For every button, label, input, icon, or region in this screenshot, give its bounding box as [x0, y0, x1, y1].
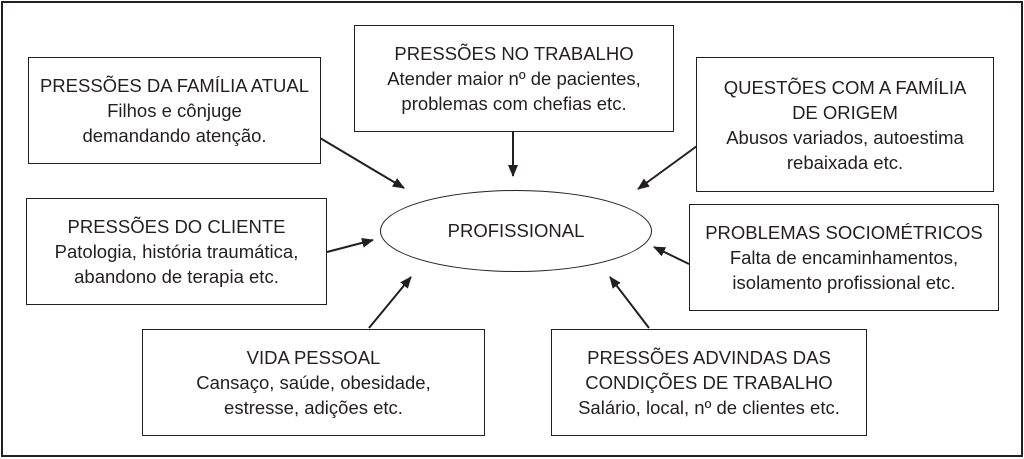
arrow-vida-pessoal: [368, 276, 412, 329]
arrow-cliente: [326, 237, 374, 253]
box-text-line: Salário, local, nº de clientes etc.: [578, 397, 840, 418]
box-vida-pessoal: VIDA PESSOAL Cansaço, saúde, obesidade, …: [142, 329, 485, 436]
box-title: PRESSÕES DO CLIENTE: [67, 216, 286, 237]
box-text-line: Atender maior nº de pacientes,: [387, 68, 641, 89]
box-text-line: Abusos variados, autoestima: [726, 126, 964, 148]
box-condicoes-trabalho: PRESSÕES ADVINDAS DAS CONDIÇÕES DE TRABA…: [551, 329, 867, 436]
box-text-line: isolamento profissional etc.: [732, 272, 956, 293]
box-text-line: abandono de terapia etc.: [74, 266, 279, 287]
box-pressoes-familia-atual: PRESSÕES DA FAMÍLIA ATUAL Filhos e cônju…: [28, 57, 321, 164]
box-questoes-familia-origem: QUESTÕES COM A FAMÍLIA DE ORIGEM Abusos …: [696, 57, 994, 192]
box-title: CONDIÇÕES DE TRABALHO: [585, 372, 833, 393]
arrow-sociometricos: [653, 246, 690, 265]
center-label: PROFISSIONAL: [447, 220, 585, 241]
box-text-line: rebaixada etc.: [786, 151, 904, 173]
box-title: PROBLEMAS SOCIOMÉTRICOS: [705, 222, 983, 243]
box-pressoes-cliente: PRESSÕES DO CLIENTE Patologia, história …: [26, 198, 327, 305]
box-text-line: demandando atenção.: [82, 125, 267, 146]
box-title: VIDA PESSOAL: [246, 347, 381, 368]
arrow-familia-atual: [319, 137, 405, 189]
box-title: PRESSÕES NO TRABALHO: [394, 43, 634, 64]
box-title: DE ORIGEM: [792, 101, 898, 123]
box-title: PRESSÕES DA FAMÍLIA ATUAL: [39, 75, 310, 96]
box-title: PRESSÕES ADVINDAS DAS: [587, 347, 831, 368]
box-problemas-sociometricos: PROBLEMAS SOCIOMÉTRICOS Falta de encamin…: [689, 204, 999, 311]
box-text-line: Filhos e cônjuge: [107, 100, 242, 121]
center-ellipse: PROFISSIONAL: [380, 190, 652, 272]
box-title: QUESTÕES COM A FAMÍLIA: [723, 76, 967, 98]
arrow-condicoes: [609, 276, 650, 329]
box-pressoes-trabalho: PRESSÕES NO TRABALHO Atender maior nº de…: [354, 25, 674, 132]
box-text-line: problemas com chefias etc.: [401, 93, 627, 114]
arrow-familia-origem: [637, 145, 698, 190]
box-text-line: Cansaço, saúde, obesidade,: [196, 372, 431, 393]
box-text-line: estresse, adições etc.: [224, 397, 403, 418]
box-text-line: Falta de encaminhamentos,: [729, 247, 959, 268]
box-text-line: Patologia, história traumática,: [54, 241, 299, 262]
